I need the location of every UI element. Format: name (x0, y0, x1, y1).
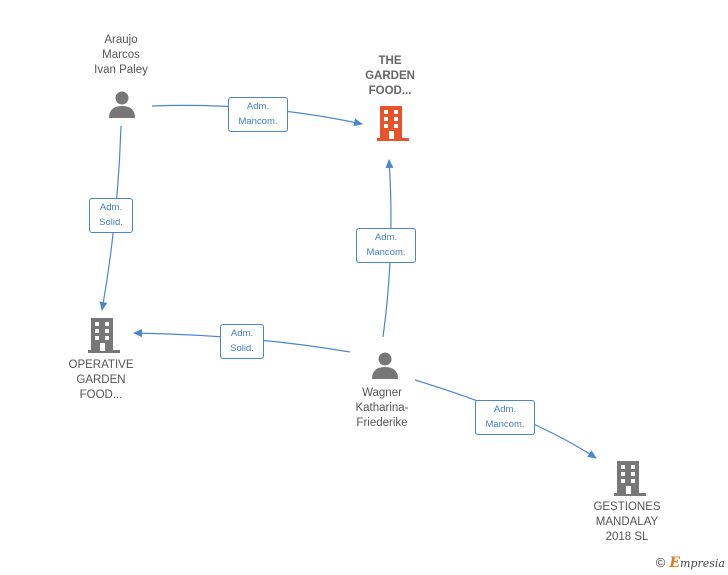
person-icon-araujo[interactable] (107, 89, 137, 119)
edge-label-wagner-operative[interactable]: Adm. Solid. (220, 324, 264, 359)
edge-label-araujo-garden[interactable]: Adm. Mancom. (228, 97, 288, 132)
node-label-araujo[interactable]: Araujo Marcos Ivan Paley (94, 34, 148, 76)
node-label-operative[interactable]: OPERATIVE GARDEN FOOD... (68, 359, 134, 401)
edge-label-wagner-garden[interactable]: Adm. Mancom. (356, 228, 416, 263)
node-label-gestiones[interactable]: GESTIONES MANDALAY 2018 SL (593, 501, 661, 543)
person-icon-wagner[interactable] (370, 350, 400, 380)
building-icon-gestiones[interactable] (614, 461, 646, 496)
building-icon-operative[interactable] (88, 318, 120, 353)
footer-watermark: ©Empresia (656, 555, 725, 571)
brand-logo: Empresia (669, 555, 725, 571)
node-label-wagner[interactable]: Wagner Katharina- Friederike (355, 387, 409, 429)
building-icon-the-garden[interactable] (377, 106, 409, 141)
edge-label-araujo-operative[interactable]: Adm. Solid. (89, 198, 133, 233)
node-label-the-garden[interactable]: THE GARDEN FOOD... (365, 55, 415, 97)
edge-label-wagner-gestiones[interactable]: Adm. Mancom. (475, 400, 535, 435)
copyright-symbol: © (655, 555, 666, 570)
